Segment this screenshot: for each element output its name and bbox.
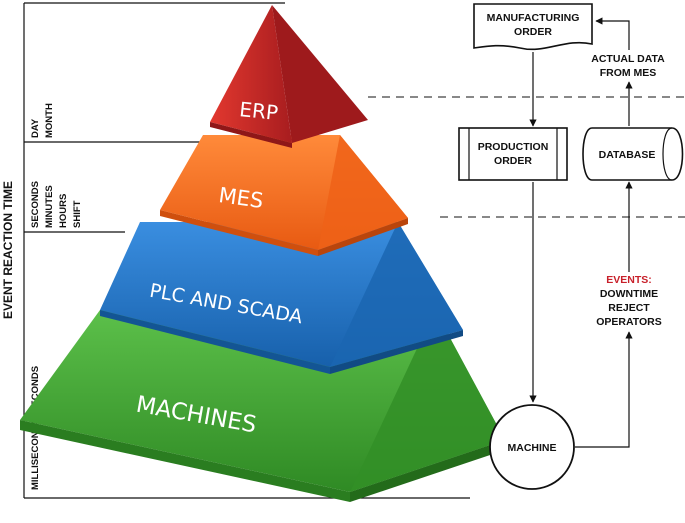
production-order-line2: ORDER <box>494 155 532 167</box>
pyramid-level-mes: MES <box>160 135 408 256</box>
band-seconds-shift: SECONDS MINUTES HOURS SHIFT <box>30 181 83 228</box>
pyramid-label-erp: ERP <box>238 97 279 125</box>
events-title: EVENTS: <box>606 274 652 286</box>
actual-data-label-line2: FROM MES <box>600 67 657 79</box>
database-label: DATABASE <box>599 149 656 161</box>
pyramid-level-plc-scada: PLC AND SCADA <box>100 222 463 374</box>
production-order-line1: PRODUCTION <box>478 141 549 153</box>
band-label-hours: HOURS <box>58 194 69 228</box>
band-label-seconds: SECONDS <box>30 181 41 228</box>
production-order-box: PRODUCTION ORDER <box>458 127 568 181</box>
flow-arrows <box>529 17 633 448</box>
arrow-actual-to-order <box>595 17 630 50</box>
events-item-operators: OPERATORS <box>596 316 662 328</box>
band-label-shift: SHIFT <box>72 200 83 228</box>
band-label-day: DAY <box>30 118 41 138</box>
dashed-connectors <box>368 96 685 218</box>
arrow-machine-to-events <box>575 331 633 448</box>
band-label-minutes: MINUTES <box>44 185 55 228</box>
machine-label: MACHINE <box>508 442 557 454</box>
band-label-month: MONTH <box>44 103 55 138</box>
events-item-downtime: DOWNTIME <box>600 288 658 300</box>
database-box: DATABASE <box>582 127 684 181</box>
band-day-month: DAY MONTH <box>30 103 55 138</box>
manufacturing-order-line1: MANUFACTURING <box>487 12 580 24</box>
manufacturing-order-box: MANUFACTURING ORDER <box>473 3 593 51</box>
actual-data-label-line1: ACTUAL DATA <box>591 53 665 65</box>
manufacturing-order-line2: ORDER <box>514 26 552 38</box>
axis-title: EVENT REACTION TIME <box>1 181 15 319</box>
pyramid-level-erp: ERP <box>210 5 368 148</box>
machine-node: MACHINE <box>489 404 575 490</box>
events-item-reject: REJECT <box>608 302 650 314</box>
